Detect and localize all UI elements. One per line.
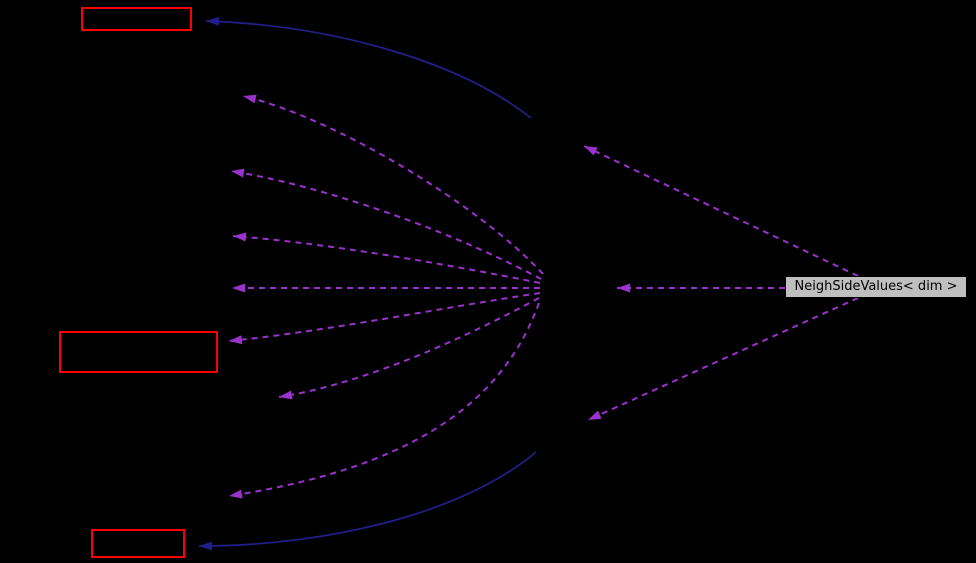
truncated-node-middle-left[interactable]: [59, 331, 218, 373]
usage-edge-fan-5: [228, 292, 541, 345]
usage-edge-fan-1: [242, 94, 544, 275]
usage-edge-fan-6: [278, 297, 540, 400]
truncated-node-bottom-left[interactable]: [91, 529, 185, 558]
usage-edge-main-down: [587, 297, 859, 421]
inheritance-edge-top: [205, 16, 532, 119]
main-node: NeighSideValues< dim >: [785, 276, 967, 298]
inheritance-edge-bottom: [198, 451, 537, 551]
usage-edge-fan-7: [228, 302, 540, 499]
truncated-node-top-left[interactable]: [81, 7, 192, 31]
main-node-label: NeighSideValues< dim >: [794, 279, 958, 294]
usage-edge-fan-3: [232, 232, 541, 284]
usage-edge-fan-2: [230, 168, 542, 280]
usage-edge-main-up: [583, 145, 859, 277]
